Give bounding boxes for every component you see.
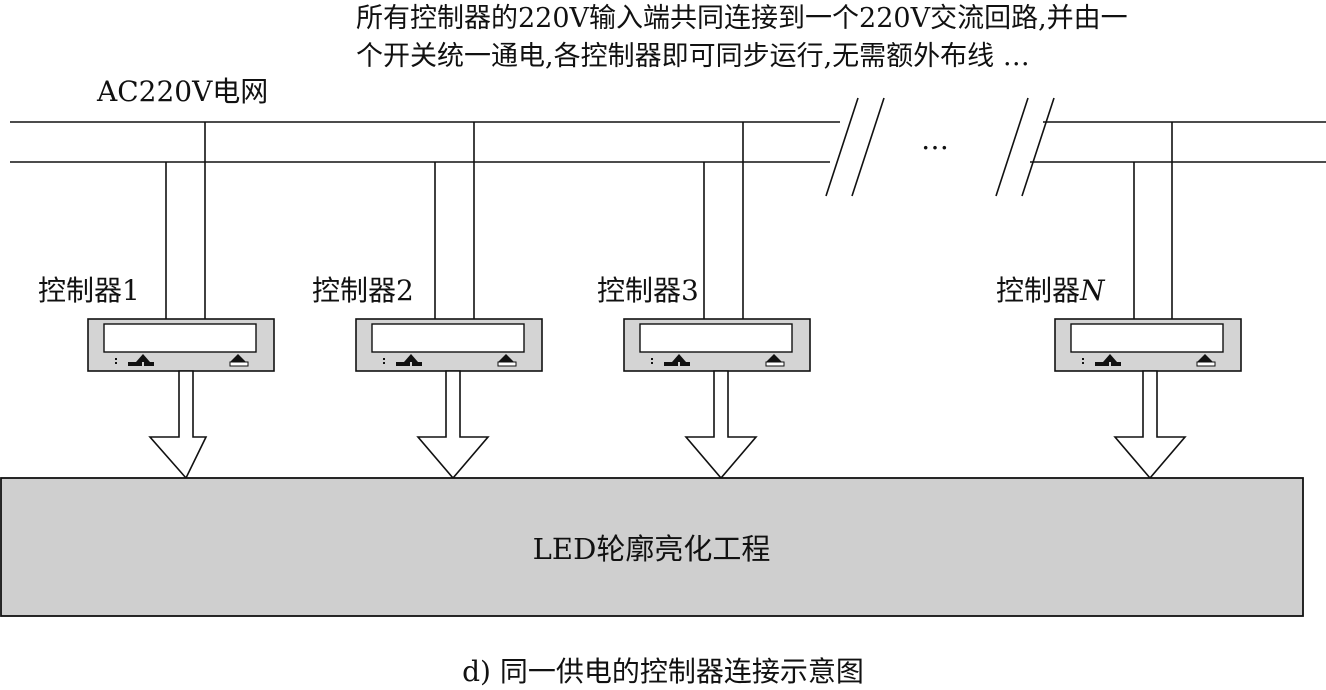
controller-unit-1 xyxy=(87,122,275,480)
controller-label-n: 控制器N xyxy=(996,274,1105,307)
break-mark xyxy=(995,97,1029,197)
led-project-box xyxy=(0,477,1304,617)
break-mark xyxy=(851,97,885,197)
controller-indicators xyxy=(1082,354,1216,367)
controller-unit-3 xyxy=(623,122,811,480)
controller-indicators xyxy=(115,354,249,367)
controller-unit-n xyxy=(1054,122,1242,480)
break-mark xyxy=(825,97,859,197)
output-arrow xyxy=(148,370,208,480)
controller-indicators xyxy=(651,354,785,367)
output-arrow xyxy=(684,370,758,480)
note-line-2: 个开关统一通电,各控制器即可同步运行,无需额外布线 … xyxy=(356,41,1030,72)
controller-display xyxy=(371,323,525,353)
note-line-1: 所有控制器的220V输入端共同连接到一个220V交流回路,并由一 xyxy=(356,3,1128,34)
break-mark xyxy=(1021,97,1055,197)
controller-unit-2 xyxy=(355,122,543,480)
controller-display xyxy=(103,323,257,353)
controller-indicators xyxy=(383,354,517,367)
more-controllers-ellipsis: … xyxy=(921,123,950,156)
figure-caption: d) 同一供电的控制器连接示意图 xyxy=(462,655,864,688)
controller-display xyxy=(639,323,793,353)
ac-grid-bus xyxy=(10,97,1326,197)
output-arrow xyxy=(1113,370,1187,480)
output-arrow xyxy=(416,370,490,480)
controller-label-1: 控制器1 xyxy=(38,274,140,307)
controller-label-3: 控制器3 xyxy=(597,274,699,307)
description-note: 所有控制器的220V输入端共同连接到一个220V交流回路,并由一 个开关统一通电… xyxy=(356,0,1216,76)
controller-label-2: 控制器2 xyxy=(312,274,414,307)
controller-display xyxy=(1070,323,1224,353)
grid-label: AC220V电网 xyxy=(97,75,269,108)
